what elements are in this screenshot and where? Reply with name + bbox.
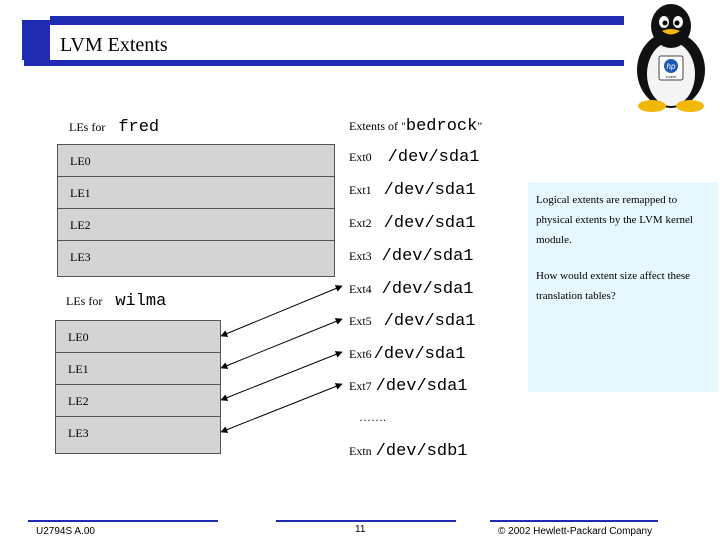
wilma-le-table: LE0 LE1 LE2 LE3	[55, 320, 221, 454]
footer-copyright: © 2002 Hewlett-Packard Company	[498, 526, 653, 537]
extent-label: Ext2	[349, 216, 372, 230]
mapping-arrow	[220, 351, 343, 401]
hp-invent-text: invent	[666, 74, 678, 79]
fred-le-table: LE0 LE1 LE2 LE3	[57, 144, 335, 277]
extent-device: /dev/sda1	[383, 312, 476, 331]
extents-label-prefix: Extents of "	[349, 119, 406, 133]
header-underline-stub	[24, 60, 50, 66]
header-bar	[0, 16, 624, 25]
wilma-vg-name: wilma	[115, 292, 167, 311]
fred-le-row: LE2	[58, 209, 334, 241]
note-question: How would extent size affect these trans…	[536, 270, 691, 302]
extent-device: /dev/sdb1	[375, 442, 468, 461]
extent-row-last: Extn/dev/sdb1	[349, 442, 468, 461]
extent-label: Ext0	[349, 150, 372, 164]
wilma-label-prefix: LEs for	[66, 294, 103, 308]
extent-row: Ext7/dev/sda1	[349, 377, 468, 396]
extent-device: /dev/sda1	[383, 214, 476, 233]
wilma-le-row: LE3	[68, 426, 89, 440]
extent-label: Extn	[349, 444, 372, 458]
header-accent-square	[22, 20, 50, 60]
slide-title: LVM Extents	[60, 34, 168, 56]
mapping-arrow	[220, 285, 343, 337]
extents-vg-name: bedrock	[405, 117, 478, 136]
footer-line-right	[490, 520, 658, 522]
extent-device: /dev/sda1	[383, 181, 476, 200]
fred-le-row: LE3	[70, 250, 91, 264]
extent-row: Ext6/dev/sda1	[349, 345, 466, 364]
extent-ellipsis: …….	[359, 410, 386, 424]
header-underline	[50, 60, 624, 66]
extent-device: /dev/sda1	[387, 148, 480, 167]
fred-section-label: LEs for fred	[69, 118, 159, 137]
extents-label-suffix: "	[477, 119, 483, 133]
extent-label: Ext1	[349, 183, 372, 197]
extent-device: /dev/sda1	[381, 280, 474, 299]
extent-row: Ext4/dev/sda1	[349, 280, 474, 299]
extent-label: Ext6	[349, 347, 372, 361]
page-number: 11	[355, 524, 366, 535]
extent-device: /dev/sda1	[375, 377, 468, 396]
fred-le-row: LE1	[58, 177, 334, 209]
extent-row: Ext1/dev/sda1	[349, 181, 476, 200]
fred-vg-name: fred	[118, 118, 160, 137]
extent-row: Ext5/dev/sda1	[349, 312, 476, 331]
footer-line-center	[276, 520, 456, 522]
wilma-le-row: LE0	[56, 321, 220, 353]
extent-label: Ext3	[349, 249, 372, 263]
note-box: Logical extents are remapped to physical…	[528, 182, 718, 392]
wilma-le-row: LE1	[56, 353, 220, 385]
hp-logo-text: hp	[667, 62, 676, 71]
extent-row: Ext0/dev/sda1	[349, 148, 480, 167]
fred-label-prefix: LEs for	[69, 120, 106, 134]
extent-device: /dev/sda1	[381, 247, 474, 266]
wilma-section-label: LEs for wilma	[66, 292, 166, 311]
footer-line-left	[28, 520, 218, 522]
extent-label: Ext4	[349, 282, 372, 296]
extents-section-label: Extents of "bedrock"	[349, 117, 482, 136]
fred-le-row: LE0	[58, 145, 334, 177]
extent-row: Ext3/dev/sda1	[349, 247, 474, 266]
note-paragraph: Logical extents are remapped to physical…	[536, 194, 693, 246]
tux-penguin-icon: hp invent	[637, 4, 705, 112]
extent-label: Ext5	[349, 314, 372, 328]
extent-device: /dev/sda1	[373, 345, 466, 364]
extent-row: Ext2/dev/sda1	[349, 214, 476, 233]
mapping-arrow	[220, 383, 343, 433]
extent-label: Ext7	[349, 379, 372, 393]
wilma-le-row: LE2	[56, 385, 220, 417]
footer-course-code: U2794S A.00	[36, 526, 95, 537]
mapping-arrow	[220, 318, 343, 369]
